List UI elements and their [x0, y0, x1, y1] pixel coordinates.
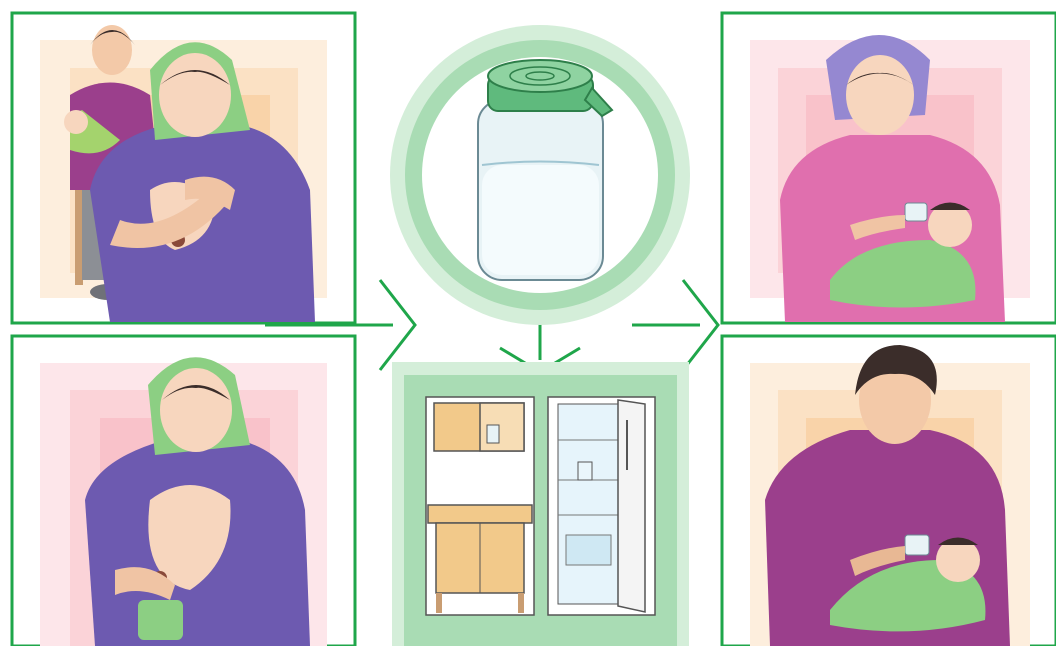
- panel-father-cup-feeding: [720, 334, 1056, 646]
- mother-expressing-icon: [90, 42, 315, 322]
- panel-expressing-into-cup: [10, 334, 357, 646]
- panel-mother-cup-feeding: [720, 11, 1056, 325]
- refrigerator-icon: [547, 396, 656, 616]
- milk-jar-with-lid-icon: [477, 59, 614, 281]
- storage-panel: [392, 362, 689, 646]
- milk-jar-panel: [390, 25, 690, 325]
- mother-cup-feeding-baby-icon: [780, 35, 1005, 322]
- cup-icon: [138, 600, 183, 640]
- father-cup-feeding-baby-icon: [765, 345, 1010, 646]
- cupboard-icon: [425, 396, 535, 616]
- arrow-right-icon: [632, 279, 720, 371]
- arrow-right-icon: [265, 279, 417, 371]
- panel-expressing-with-partner: [10, 11, 357, 325]
- mother-with-cup-icon: [85, 357, 310, 646]
